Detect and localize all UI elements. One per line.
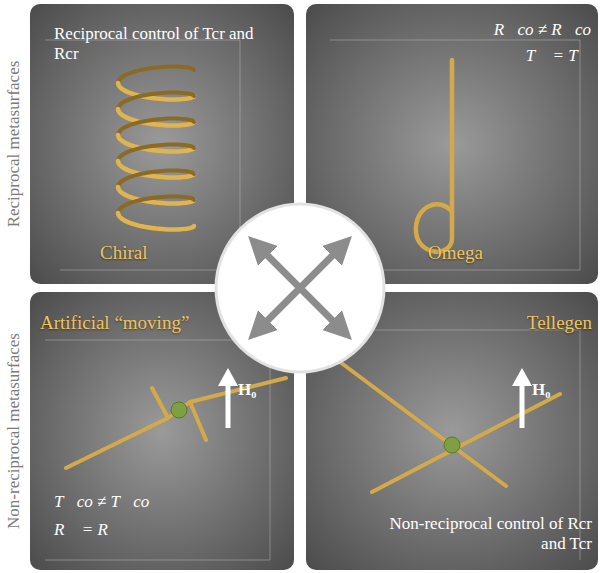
moving-particle [66,378,286,468]
omega-particle [416,60,452,252]
field-label: H₀ [532,380,572,400]
coil-back [118,197,194,214]
relation: R⃗co ≠ R⃖co [456,20,591,40]
arrow-head [218,368,238,386]
coil-front [118,213,194,230]
frame-lines [45,40,580,560]
panel: Artificial “moving” T⃗co ≠ T⃖co R⃗ = R⃖ H₀ [30,292,294,570]
helix [118,67,194,230]
panel: TellegenNon-reciprocal control of Rcr an… [306,292,598,570]
panel-caption: Reciprocal control of Tcr and Rcr [54,24,264,65]
field-label: H₀ [238,380,278,400]
coil-back [118,119,194,136]
relation: R⃗ = R⃖ [54,520,214,540]
side-label: Non-reciprocal metasurfaces [4,333,24,529]
side-label: Reciprocal metasurfaces [4,61,24,228]
crossed-arrows [258,246,342,330]
panel: R⃗co ≠ R⃖co T⃗ = T⃖ Omega [306,4,598,284]
panel-caption: Non-reciprocal control of Rcr and Tcr [386,514,592,555]
coil-back [118,67,194,84]
ferrite-sphere [444,437,460,453]
ferrite-sphere [171,402,187,418]
coil-back [118,93,194,110]
bias-arrow [228,384,522,428]
panel-title: Omega [428,242,548,265]
panel-title: Artificial “moving” [40,312,280,335]
panel-title: Chiral [100,242,220,265]
relation: T⃗ = T⃖ [456,46,591,66]
panel: Reciprocal control of Tcr and RcrChiral [30,4,294,284]
panel-title: Tellegen [476,312,592,335]
coil-back [118,171,194,188]
center-circle [216,204,384,372]
arrow-head [512,368,532,386]
coil-back [118,145,194,162]
relation: T⃗co ≠ T⃖co [54,492,214,512]
tellegen-particle [340,362,560,492]
